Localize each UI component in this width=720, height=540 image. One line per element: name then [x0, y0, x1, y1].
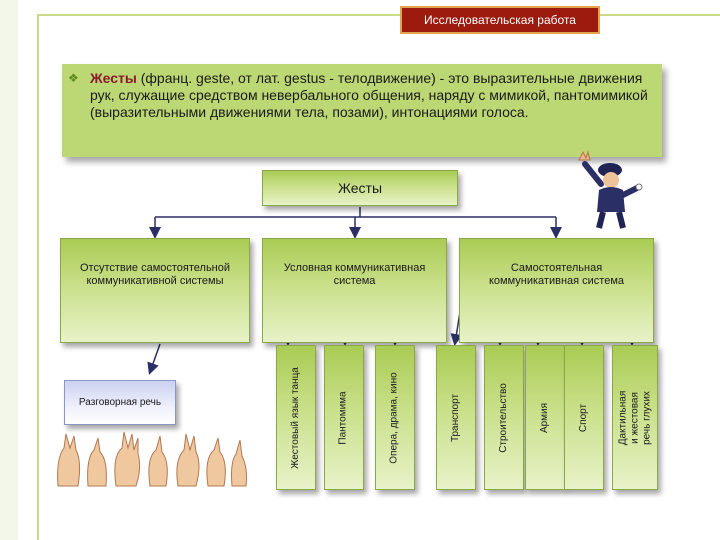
category-conditional-system-label: Условная коммуникативная система [283, 261, 426, 287]
leaf-transport: Транспорт [436, 345, 476, 490]
leaf-opera: Опера, драма, кино [375, 345, 415, 490]
leaf-sport-label: Спорт [578, 403, 589, 432]
header-title: Исследовательская работа [400, 6, 600, 34]
leaf-deaf-speech: Дактильная и жестовая речь глухих [612, 345, 658, 490]
category-no-system-label: Отсутствие самостоятельной коммуникативн… [79, 261, 231, 287]
leaf-construction-label: Строительство [498, 382, 510, 453]
definition-box [62, 64, 662, 157]
leaf-opera-label: Опера, драма, кино [389, 371, 400, 464]
leaf-pantomime: Пантомима [324, 345, 364, 490]
definition-body: (франц. geste, от лат. gestus - телодвиж… [90, 70, 648, 120]
definition-term: Жесты [90, 70, 137, 86]
hand-gestures-illustration [57, 431, 247, 487]
category-conditional-system: Условная коммуникативная система [262, 238, 447, 343]
category-no-system: Отсутствие самостоятельной коммуникативн… [60, 238, 250, 343]
definition-text: Жесты (франц. geste, от лат. gestus - те… [90, 70, 660, 121]
bullet-icon: ❖ [68, 71, 79, 85]
leaf-army-label: Армия [538, 402, 550, 433]
policeman-illustration [578, 150, 643, 229]
category-independent-system: Самостоятельная коммуникативная система [459, 238, 654, 343]
frame-vertical-line [37, 14, 39, 540]
category-independent-system-label: Самостоятельная коммуникативная система [488, 261, 625, 287]
leaf-dance-label: Жестовый язык танца [290, 366, 301, 469]
leaf-sport: Спорт [564, 345, 604, 490]
leaf-deaf-speech-label: Дактильная и жестовая речь глухих [617, 390, 652, 445]
leaf-army: Армия [525, 345, 565, 490]
frame-horizontal-line [37, 14, 720, 16]
leaf-transport-label: Транспорт [450, 393, 461, 442]
leaf-dance: Жестовый язык танца [276, 345, 316, 490]
frame-left-band [0, 0, 18, 540]
leaf-pantomime-label: Пантомима [338, 390, 350, 445]
speech-node: Разговорная речь [64, 380, 176, 425]
leaf-construction: Строительство [484, 345, 524, 490]
root-node: Жесты [262, 170, 458, 206]
